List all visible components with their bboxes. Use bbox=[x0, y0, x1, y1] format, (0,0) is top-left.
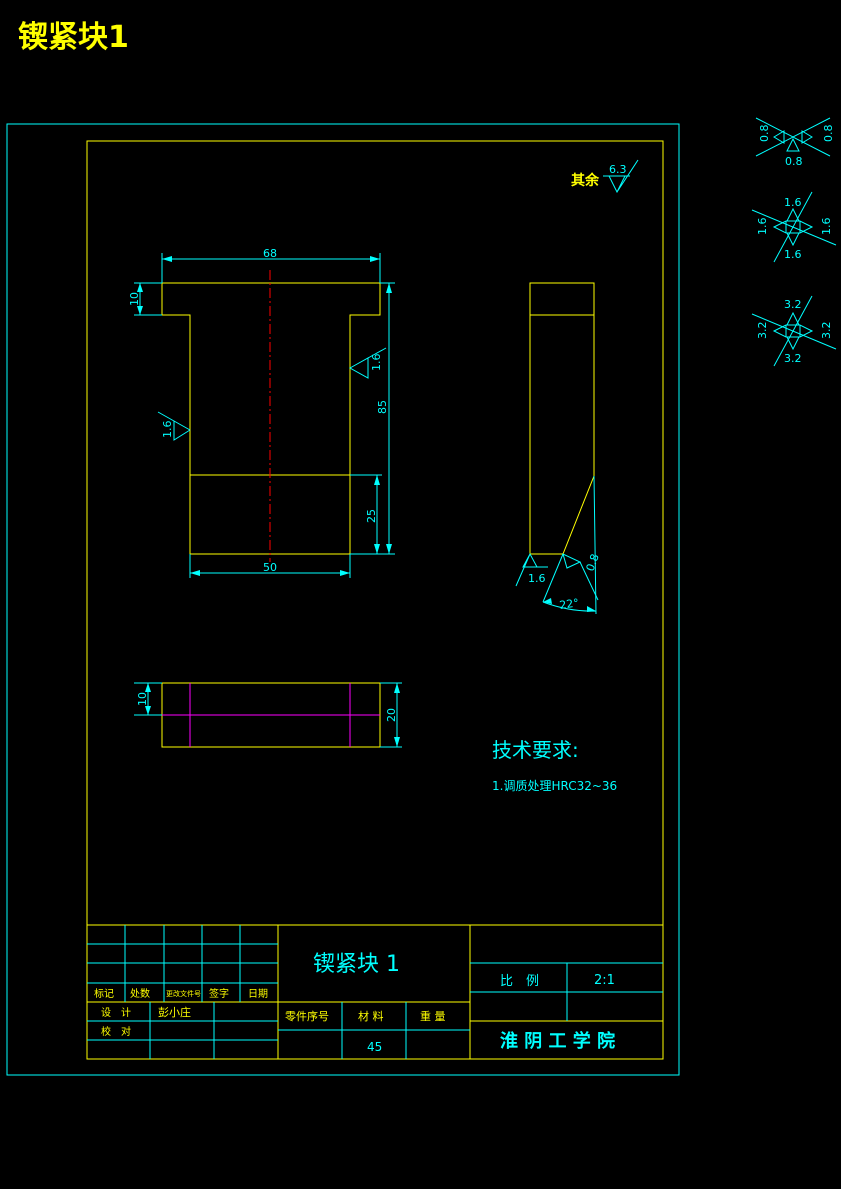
tb-part-name: 锲紧块 1 bbox=[313, 952, 400, 977]
side-view: 1.6 0.8 22° bbox=[515, 282, 602, 615]
tb-scale-value: 2:1 bbox=[594, 973, 615, 988]
legend1-left: 0.8 bbox=[758, 125, 771, 143]
inner-frame bbox=[86, 140, 664, 1060]
roughness-legend-1: 0.8 0.8 0.8 bbox=[755, 117, 835, 168]
general-roughness-value: 6.3 bbox=[609, 163, 627, 176]
legend1-right: 0.8 bbox=[822, 125, 835, 143]
plan-view: 10 20 bbox=[134, 682, 402, 748]
tb-weight-label: 重 量 bbox=[420, 1009, 446, 1023]
tech-req-item-1: 1.调质处理HRC32~36 bbox=[492, 779, 617, 793]
tb-header-date: 日期 bbox=[248, 988, 268, 1000]
legend2-top: 1.6 bbox=[784, 196, 802, 209]
tb-designer: 彭小庄 bbox=[158, 1005, 191, 1019]
legend2-right: 1.6 bbox=[820, 218, 833, 236]
roughness-legend-2: 1.6 1.6 1.6 1.6 bbox=[751, 191, 837, 263]
dim-total-height: 85 bbox=[376, 400, 389, 414]
dim-head-height: 10 bbox=[128, 292, 141, 306]
legend2-left: 1.6 bbox=[756, 218, 769, 236]
outer-border bbox=[6, 123, 680, 1076]
tb-material-value: 45 bbox=[367, 1040, 382, 1054]
tb-header-count: 处数 bbox=[130, 987, 150, 1000]
legend3-top: 3.2 bbox=[784, 298, 802, 311]
tb-check-label: 校 对 bbox=[101, 1025, 131, 1038]
general-roughness-label: 其余 bbox=[571, 172, 600, 189]
legend2-bottom: 1.6 bbox=[784, 248, 802, 261]
dim-width-bottom: 50 bbox=[263, 561, 277, 574]
tech-req-title: 技术要求: bbox=[492, 738, 579, 762]
general-roughness: 其余 6.3 bbox=[571, 159, 639, 194]
front-roughness-left: 1.6 bbox=[161, 421, 174, 439]
side-roughness-slope: 0.8 bbox=[584, 552, 602, 573]
dim-lower-height: 25 bbox=[365, 509, 378, 523]
tb-school: 淮 阴 工 学 院 bbox=[500, 1030, 615, 1052]
tb-part-no-label: 零件序号 bbox=[285, 1009, 329, 1023]
tb-scale-label: 比 例 bbox=[500, 974, 539, 989]
dim-plan-total: 20 bbox=[385, 708, 398, 722]
side-roughness-bottom: 1.6 bbox=[528, 572, 546, 585]
legend3-right: 3.2 bbox=[820, 322, 833, 340]
legend1-bottom: 0.8 bbox=[785, 155, 803, 168]
dim-angle: 22° bbox=[559, 596, 580, 612]
front-roughness-right: 1.6 bbox=[370, 354, 383, 372]
page-title: 锲紧块1 bbox=[18, 20, 129, 55]
legend3-left: 3.2 bbox=[756, 322, 769, 340]
side-view-outline bbox=[529, 282, 595, 555]
tb-header-sign: 签字 bbox=[209, 987, 229, 1000]
roughness-legend-3: 3.2 3.2 3.2 3.2 bbox=[751, 295, 837, 367]
tb-header-docno: 更改文件号 bbox=[166, 989, 201, 998]
tb-header-mark: 标记 bbox=[94, 988, 114, 1000]
tb-material-label: 材 料 bbox=[358, 1009, 384, 1023]
tb-design-label: 设 计 bbox=[101, 1006, 131, 1019]
title-block: 标记 处数 更改文件号 签字 日期 设 计 彭小庄 校 对 锲紧块 1 零件序号… bbox=[87, 924, 663, 1059]
dim-plan-height: 10 bbox=[136, 692, 149, 706]
legend3-bottom: 3.2 bbox=[784, 352, 802, 365]
dim-width-top: 68 bbox=[263, 247, 277, 260]
front-view: 68 10 85 25 50 1.6 1.6 bbox=[128, 247, 395, 578]
